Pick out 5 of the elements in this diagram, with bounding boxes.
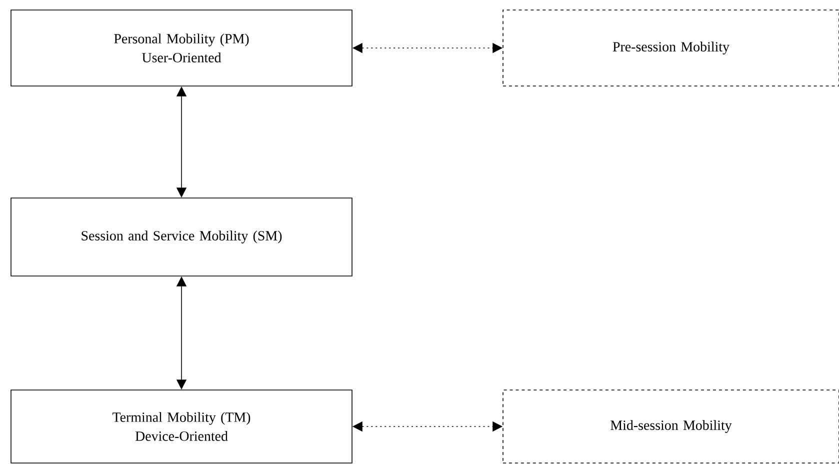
process-box: Terminal Mobility (TM) Device-Oriented — [10, 390, 352, 464]
process-box: Session and Service Mobility (SM) — [10, 198, 352, 276]
dashed-box: Pre-session Mobility — [502, 10, 839, 86]
dashed-box: Mid-session Mobility — [502, 390, 839, 464]
process-box: Personal Mobility (PM) User-Oriented — [10, 10, 352, 86]
